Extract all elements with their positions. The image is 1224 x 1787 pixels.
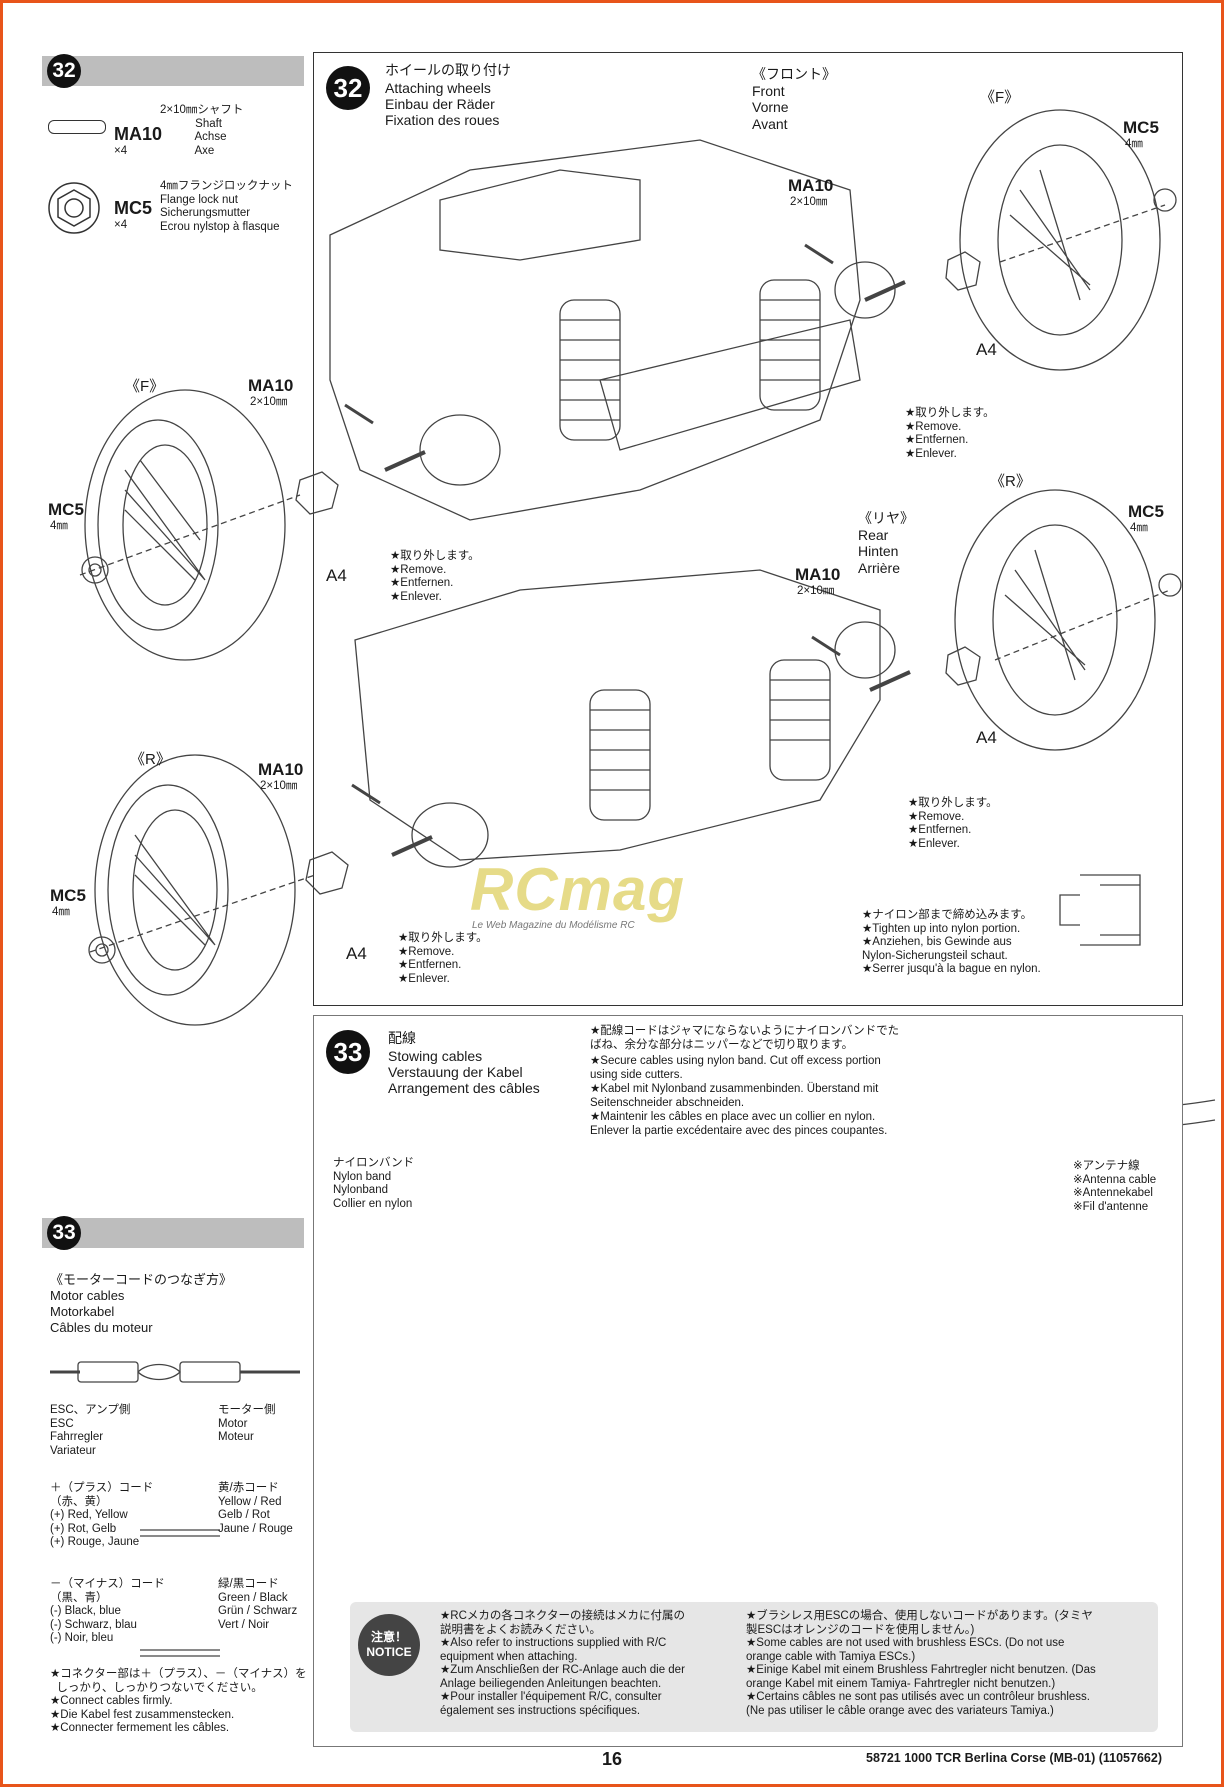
step33-title-fr: Arrangement des câbles: [388, 1080, 540, 1096]
step32-title-fr: Fixation des roues: [385, 112, 500, 128]
notice-badge: 注意！ NOTICE: [358, 1614, 420, 1676]
remove-note-2: ★取り外します。 ★Remove. ★Entfernen. ★Enlever.: [398, 932, 488, 985]
motor-cables-title: 《モーターコードのつなぎ方》 Motor cables Motorkabel C…: [50, 1272, 233, 1335]
ma10-qty: ×4: [114, 145, 128, 157]
green-black-label: 緑/黒コード Green / Black Grün / Schwarz Vert…: [218, 1578, 298, 1631]
mc5-label-2: MC5: [50, 886, 86, 905]
ma10-label-1: MA10: [248, 376, 294, 395]
minus-cable-label: －（マイナス）コード （黒、青） (-) Black, blue (-) Sch…: [50, 1578, 165, 1644]
step33-title-jp: 配線: [388, 1030, 416, 1046]
mc5-desc: 4㎜フランジロックナット Flange lock nut Sicherungsm…: [160, 180, 293, 233]
step33-instruction-fr: ★Maintenir les câbles en place avec un c…: [590, 1111, 888, 1137]
ma10-desc: 2×10㎜シャフト Shaft Achse Axe: [160, 104, 244, 157]
footer-code: 58721 1000 TCR Berlina Corse (MB-01) (11…: [866, 1751, 1162, 1765]
plus-cable-label: ＋（プラス）コード （赤、黄） (+) Red, Yellow (+) Rot,…: [50, 1482, 154, 1548]
mc5-code: MC5: [114, 198, 153, 218]
mc5-label-4: MC5: [1128, 502, 1164, 521]
connect-note: ★コネクター部は＋（プラス）、－（マイナス）を しっかり、しっかりつないでくださ…: [50, 1668, 307, 1734]
mc5-size-1: 4㎜: [50, 520, 68, 532]
watermark-logo: RCmag: [470, 856, 686, 923]
mc5-label-1: MC5: [48, 500, 84, 519]
a4-label-3: A4: [976, 340, 997, 359]
notice-badge-text: 注意！ NOTICE: [366, 1630, 412, 1659]
a4-label-2: A4: [346, 944, 367, 963]
step33-instruction-jp: ★配線コードはジャマにならないようにナイロンバンドでた ばね、余分な部分はニッパ…: [590, 1025, 900, 1051]
ma10-code: MA10: [114, 124, 163, 144]
step33-instruction-de: ★Kabel mit Nylonband zusammenbinden. Übe…: [590, 1083, 879, 1109]
step33-number: 33: [326, 1030, 370, 1074]
step33-title-en: Stowing cables: [388, 1048, 483, 1064]
label-r-right: 《R》: [990, 473, 1031, 490]
label-front: 《フロント》 Front Vorne Avant: [752, 66, 836, 132]
flange-nut-icon: [48, 182, 100, 234]
step32-title-de: Einbau der Räder: [385, 96, 495, 112]
notice-box: 注意！ NOTICE ★RCメカの各コネクターの接続はメカに付属の 説明書をよく…: [350, 1602, 1158, 1732]
step32-number: 32: [326, 66, 370, 110]
ma10-size-2: 2×10㎜: [260, 780, 298, 792]
ma10-label-2: MA10: [258, 760, 304, 779]
nylon-band-label: ナイロンバンド Nylon band Nylonband Collier en …: [333, 1157, 415, 1210]
watermark-tagline: Le Web Magazine du Modélisme RC: [472, 920, 635, 931]
label-rear: 《リヤ》 Rear Hinten Arrière: [858, 510, 914, 576]
antenna-cable-label: ※アンテナ線 ※Antenna cable ※Antennekabel ※Fil…: [1073, 1160, 1157, 1213]
remove-note-4: ★取り外します。 ★Remove. ★Entfernen. ★Enlever.: [908, 797, 998, 850]
step32-title-en: Attaching wheels: [385, 80, 491, 96]
step33-instruction-en: ★Secure cables using nylon band. Cut off…: [590, 1055, 881, 1081]
a4-label-1: A4: [326, 566, 347, 585]
step33-title-de: Verstauung der Kabel: [388, 1064, 523, 1080]
label-f-right: 《F》: [980, 89, 1020, 106]
mc5-label-3: MC5: [1123, 118, 1159, 137]
mc5-size-4: 4㎜: [1130, 522, 1148, 534]
ma10-size-1: 2×10㎜: [250, 396, 288, 408]
step32-title-jp: ホイールの取り付け: [385, 62, 511, 78]
ma10-label-3: MA10: [788, 176, 834, 195]
label-f-left: 《F》: [125, 378, 165, 395]
ma10-label-4: MA10: [795, 565, 841, 584]
step32-parts-header: [42, 56, 304, 86]
a4-label-4: A4: [976, 728, 997, 747]
mc5-qty: ×4: [114, 219, 128, 231]
notice-right: ★ブラシレス用ESCの場合、使用しないコードがあります。(タミヤ 製ESCはオレ…: [746, 1610, 1096, 1717]
ma10-size-4: 2×10㎜: [797, 585, 835, 597]
mc5-size-3: 4㎜: [1125, 138, 1143, 150]
yellow-red-label: 黄/赤コード Yellow / Red Gelb / Rot Jaune / R…: [218, 1482, 293, 1535]
tighten-note: ★ナイロン部まで締め込みます。 ★Tighten up into nylon p…: [862, 909, 1041, 975]
ma10-size-3: 2×10㎜: [790, 196, 828, 208]
esc-side-label: ESC、アンプ側 ESC Fahrregler Variateur: [50, 1404, 131, 1457]
mc5-size-2: 4㎜: [52, 906, 70, 918]
step33-parts-header: [42, 1218, 304, 1248]
step32-parts-number: 32: [47, 54, 81, 88]
motor-side-label: モーター側 Motor Moteur: [218, 1404, 276, 1443]
notice-left: ★RCメカの各コネクターの接続はメカに付属の 説明書をよくお読みください。 ★A…: [440, 1610, 685, 1717]
remove-note-1: ★取り外します。 ★Remove. ★Entfernen. ★Enlever.: [390, 550, 480, 603]
step33-parts-number: 33: [47, 1216, 81, 1250]
page-number: 16: [602, 1749, 623, 1769]
shaft-icon: [48, 120, 106, 134]
label-r-left: 《R》: [130, 751, 171, 768]
remove-note-3: ★取り外します。 ★Remove. ★Entfernen. ★Enlever.: [905, 407, 995, 460]
